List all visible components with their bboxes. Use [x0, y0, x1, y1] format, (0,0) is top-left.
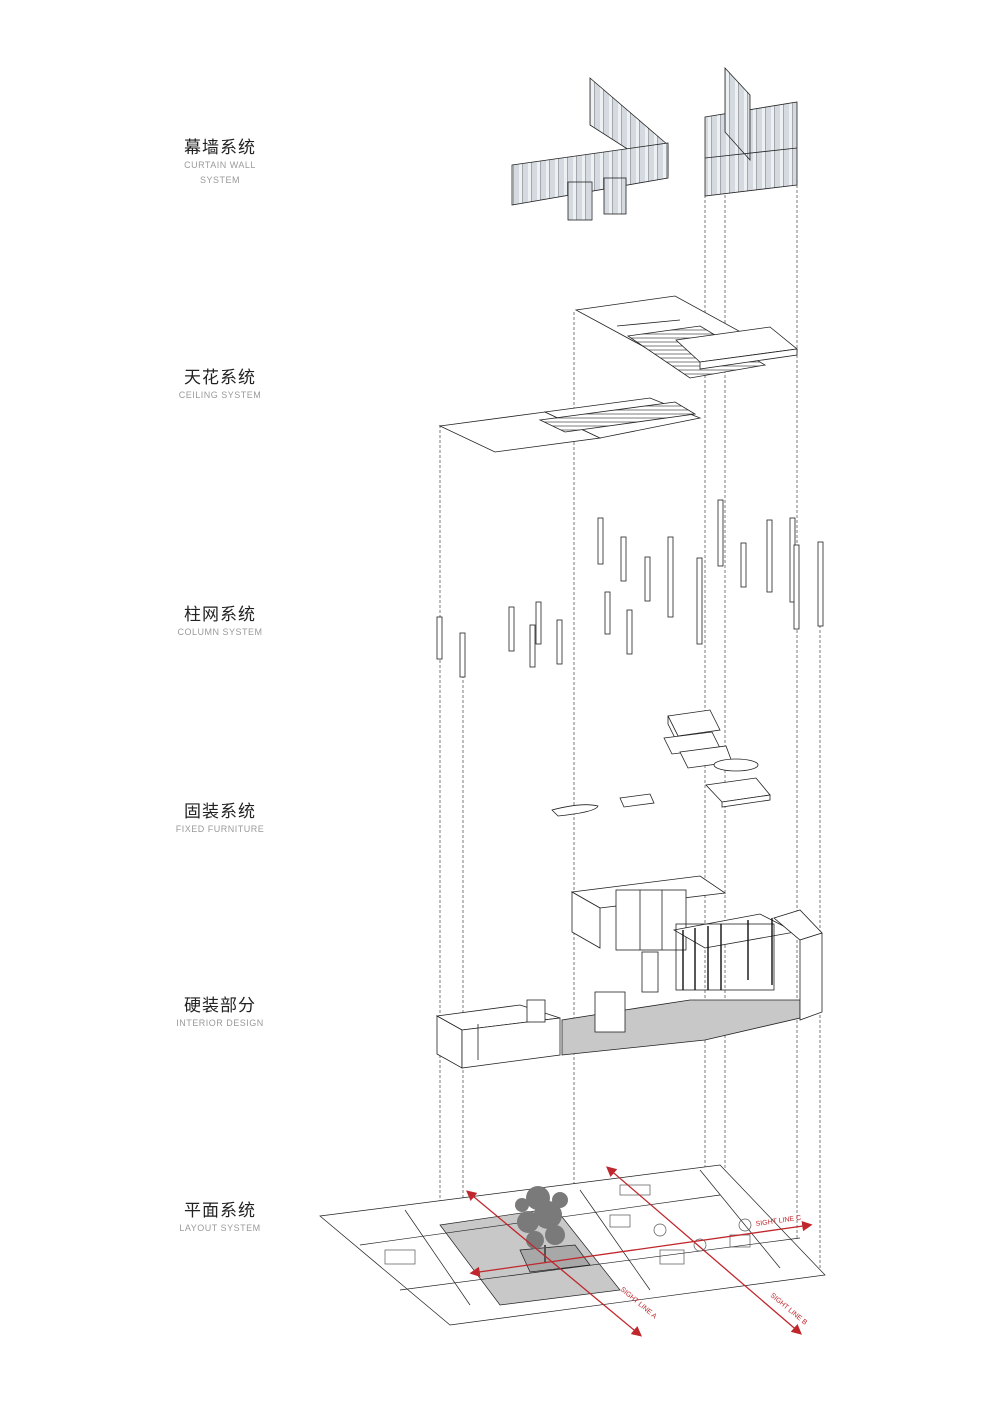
layer-title-en-line: CURTAIN WALL: [184, 160, 256, 170]
layer-title-en: LAYOUT SYSTEM: [140, 1221, 300, 1236]
layer-title-en-line: FIXED FURNITURE: [175, 824, 265, 834]
layer-title-en: FIXED FURNITURE: [140, 822, 300, 837]
ceiling-layer: [438, 295, 798, 453]
curtain-wall-layer: [511, 66, 798, 221]
layer-title-en: INTERIOR DESIGN: [140, 1016, 300, 1031]
layer-title-cn: 柱网系统: [184, 605, 256, 625]
sight-line-c-arrow: [469, 1220, 813, 1278]
layer-label-curtain-wall: 幕墙系统 CURTAIN WALL SYSTEM: [140, 133, 300, 188]
layer-title-en-line: COLUMN SYSTEM: [177, 627, 263, 637]
fixed-furniture-layer: [551, 709, 771, 817]
interior-layer: [435, 875, 823, 1069]
sight-line-b-label: SIGHT LINE B: [769, 1292, 809, 1327]
layer-title-en-line: SYSTEM: [199, 175, 240, 185]
layer-label-interior: 硬装部分 INTERIOR DESIGN: [140, 991, 300, 1031]
layer-title-en-line: CEILING SYSTEM: [178, 390, 262, 400]
layer-title-en: CEILING SYSTEM: [140, 388, 300, 403]
layer-title-en: COLUMN SYSTEM: [140, 625, 300, 640]
layer-label-column: 柱网系统 COLUMN SYSTEM: [140, 600, 300, 640]
layer-title-en: CURTAIN WALL SYSTEM: [140, 158, 300, 188]
layer-title-cn: 固装系统: [184, 802, 256, 822]
column-layer: [436, 499, 824, 678]
layer-title-en-line: LAYOUT SYSTEM: [179, 1223, 261, 1233]
layer-title-cn: 硬装部分: [184, 996, 256, 1016]
layer-title-cn: 平面系统: [184, 1201, 256, 1221]
layer-label-furniture: 固装系统 FIXED FURNITURE: [140, 797, 300, 837]
layout-layer: [319, 1164, 826, 1326]
sight-lines: [466, 1166, 813, 1337]
projection-lines: [439, 170, 821, 1298]
layer-title-cn: 天花系统: [184, 368, 256, 388]
layer-title-en-line: INTERIOR DESIGN: [176, 1018, 264, 1028]
layer-label-ceiling: 天花系统 CEILING SYSTEM: [140, 363, 300, 403]
layer-title-cn: 幕墙系统: [184, 138, 256, 158]
layer-label-layout: 平面系统 LAYOUT SYSTEM: [140, 1196, 300, 1236]
